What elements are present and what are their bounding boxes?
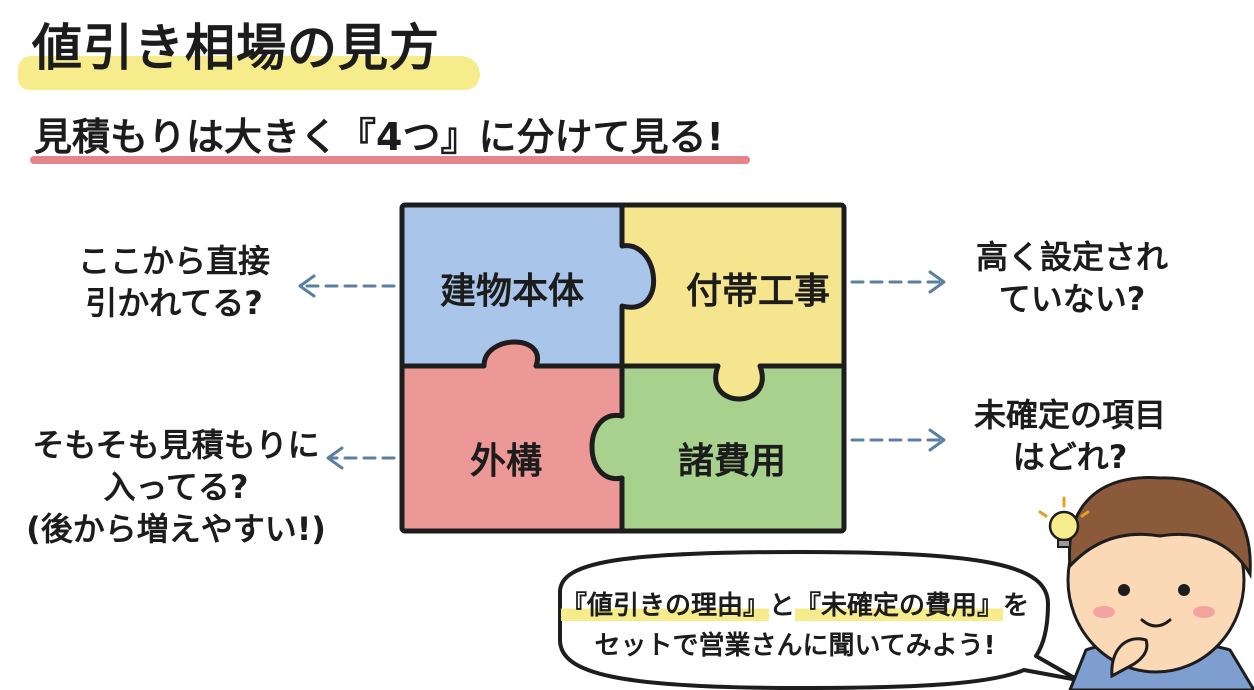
title-highlight (18, 56, 480, 90)
note-bottom-left-line2: 入ってる? (103, 468, 249, 507)
piece-label-ancillary-work: 付帯工事 (685, 271, 830, 312)
bubble-line1: 『値引きの理由』と『未確定の費用』を (530, 586, 1060, 626)
note-bottom-left-line3: (後から増えやすい!) (26, 510, 326, 549)
arrow-left-bottom (326, 446, 396, 470)
arrow-right-top (850, 270, 946, 294)
puzzle-seam-vertical (589, 202, 657, 534)
puzzle-seam-horizontal (399, 339, 847, 402)
note-top-right: 高く設定され ていない? (962, 236, 1182, 320)
page-title: 値引き相場の見方 (32, 19, 440, 77)
bubble-connector-to: と (768, 591, 795, 621)
piece-label-exterior: 外構 (469, 441, 542, 482)
note-top-left-line1: ここから直接 (77, 242, 270, 280)
subtitle-underline (30, 156, 750, 164)
note-top-right-line1: 高く設定され (975, 238, 1168, 276)
boy-character-illustration (1038, 476, 1254, 690)
note-bottom-right-line1: 未確定の項目 (973, 396, 1166, 434)
puzzle-piece-top-left (402, 205, 654, 366)
piece-label-building: 建物本体 (439, 271, 584, 312)
note-top-left-line2: 引かれてる? (85, 284, 263, 323)
puzzle-piece-top-right (622, 205, 844, 399)
piece-label-misc-costs: 諸費用 (677, 441, 786, 482)
bubble-highlight-discount-reason: 『値引きの理由』 (560, 591, 769, 621)
note-bottom-left-line1: そもそも見積もりに (32, 426, 320, 464)
note-top-left: ここから直接 引かれてる? (64, 240, 284, 324)
bubble-connector-wo: を (1003, 591, 1030, 621)
arrow-right-bottom (850, 428, 946, 452)
note-bottom-right: 未確定の項目 はどれ? (956, 394, 1184, 478)
puzzle-piece-bottom-left (402, 342, 622, 531)
puzzle-piece-bottom-right (592, 366, 844, 531)
arrow-left-top (298, 274, 396, 298)
bubble-highlight-undetermined-costs: 『未確定の費用』 (795, 591, 1004, 621)
note-bottom-right-line2: はどれ? (1012, 438, 1128, 477)
bubble-line2: セットで営業さんに聞いてみよう! (594, 631, 996, 662)
note-top-right-line2: ていない? (998, 280, 1146, 319)
subtitle: 見積もりは大きく『4つ』に分けて見る! (34, 115, 724, 159)
speech-bubble-text: 『値引きの理由』と『未確定の費用』を セットで営業さんに聞いてみよう! (530, 586, 1060, 667)
note-bottom-left: そもそも見積もりに 入ってる? (後から増えやすい!) (26, 424, 326, 551)
